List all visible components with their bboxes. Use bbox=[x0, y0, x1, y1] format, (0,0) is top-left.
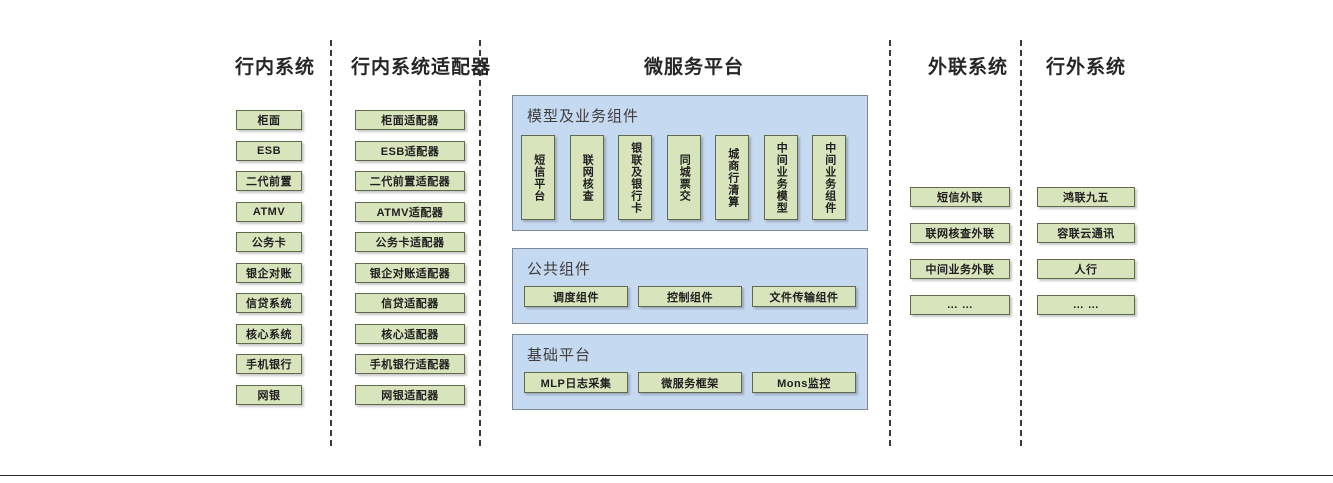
node-base-platform-3[interactable]: Mons监控 bbox=[752, 372, 856, 393]
column-divider-4 bbox=[1020, 40, 1022, 446]
node-out-of-bank-systems-4[interactable]: … … bbox=[1037, 295, 1135, 315]
node-in-bank-systems-4[interactable]: ATMV bbox=[236, 201, 302, 222]
node-external-link-systems-4[interactable]: … … bbox=[910, 295, 1010, 315]
node-model-business-components-2[interactable]: 联网核查 bbox=[569, 135, 604, 220]
node-external-link-systems-3[interactable]: 中间业务外联 bbox=[910, 259, 1010, 279]
node-in-bank-systems-5[interactable]: 公务卡 bbox=[236, 232, 302, 252]
node-model-business-components-7[interactable]: 中间业务组件 bbox=[812, 135, 846, 220]
node-external-link-systems-2[interactable]: 联网核查外联 bbox=[910, 223, 1010, 243]
node-in-bank-adapters-8[interactable]: 核心适配器 bbox=[355, 323, 465, 344]
column-divider-3 bbox=[889, 40, 891, 446]
column-title-external-link-systems: 外联系统 bbox=[927, 57, 1008, 78]
node-in-bank-adapters-1[interactable]: 柜面适配器 bbox=[355, 110, 465, 130]
node-in-bank-systems-8[interactable]: 核心系统 bbox=[236, 323, 302, 344]
node-in-bank-adapters-5[interactable]: 公务卡适配器 bbox=[355, 232, 465, 252]
column-divider-2 bbox=[479, 40, 481, 446]
node-base-platform-1[interactable]: MLP日志采集 bbox=[524, 372, 628, 393]
node-out-of-bank-systems-3[interactable]: 人行 bbox=[1037, 259, 1135, 279]
node-in-bank-adapters-4[interactable]: ATMV适配器 bbox=[355, 201, 465, 222]
node-in-bank-systems-6[interactable]: 银企对账 bbox=[236, 262, 302, 283]
node-public-components-1[interactable]: 调度组件 bbox=[524, 286, 628, 307]
node-in-bank-adapters-9[interactable]: 手机银行适配器 bbox=[355, 354, 465, 374]
node-base-platform-2[interactable]: 微服务框架 bbox=[638, 372, 742, 393]
column-divider-1 bbox=[330, 40, 332, 446]
node-model-business-components-5[interactable]: 城商行清算 bbox=[715, 135, 749, 220]
column-title-out-of-bank-systems: 行外系统 bbox=[1045, 57, 1126, 78]
node-out-of-bank-systems-2[interactable]: 容联云通讯 bbox=[1037, 223, 1135, 243]
column-title-in-bank-systems: 行内系统 bbox=[235, 57, 316, 78]
node-in-bank-adapters-6[interactable]: 银企对账适配器 bbox=[355, 262, 465, 283]
node-model-business-components-6[interactable]: 中间业务模型 bbox=[763, 135, 798, 220]
node-public-components-2[interactable]: 控制组件 bbox=[638, 286, 742, 307]
node-in-bank-adapters-2[interactable]: ESB适配器 bbox=[355, 140, 465, 161]
node-model-business-components-4[interactable]: 同城票交 bbox=[666, 135, 701, 220]
panel-title-public-components: 公共组件 bbox=[527, 261, 592, 278]
node-in-bank-systems-10[interactable]: 网银 bbox=[236, 384, 302, 405]
node-model-business-components-3[interactable]: 银联及银行卡 bbox=[618, 135, 652, 220]
node-in-bank-systems-9[interactable]: 手机银行 bbox=[236, 354, 302, 374]
column-title-in-bank-adapters: 行内系统适配器 bbox=[351, 57, 492, 78]
node-external-link-systems-1[interactable]: 短信外联 bbox=[910, 187, 1010, 207]
node-out-of-bank-systems-1[interactable]: 鸿联九五 bbox=[1037, 187, 1135, 207]
node-in-bank-systems-1[interactable]: 柜面 bbox=[236, 110, 302, 130]
bottom-divider-rule bbox=[0, 475, 1333, 476]
panel-title-model-business-components: 模型及业务组件 bbox=[527, 108, 640, 125]
node-in-bank-systems-3[interactable]: 二代前置 bbox=[236, 171, 302, 191]
node-in-bank-systems-7[interactable]: 信贷系统 bbox=[236, 293, 302, 313]
node-model-business-components-1[interactable]: 短信平台 bbox=[521, 135, 555, 220]
node-in-bank-adapters-7[interactable]: 信贷适配器 bbox=[355, 293, 465, 313]
platform-title: 微服务平台 bbox=[643, 57, 744, 78]
panel-title-base-platform: 基础平台 bbox=[527, 347, 592, 364]
node-public-components-3[interactable]: 文件传输组件 bbox=[752, 286, 856, 307]
node-in-bank-adapters-3[interactable]: 二代前置适配器 bbox=[355, 171, 465, 191]
node-in-bank-systems-2[interactable]: ESB bbox=[236, 140, 302, 161]
node-in-bank-adapters-10[interactable]: 网银适配器 bbox=[355, 384, 465, 405]
